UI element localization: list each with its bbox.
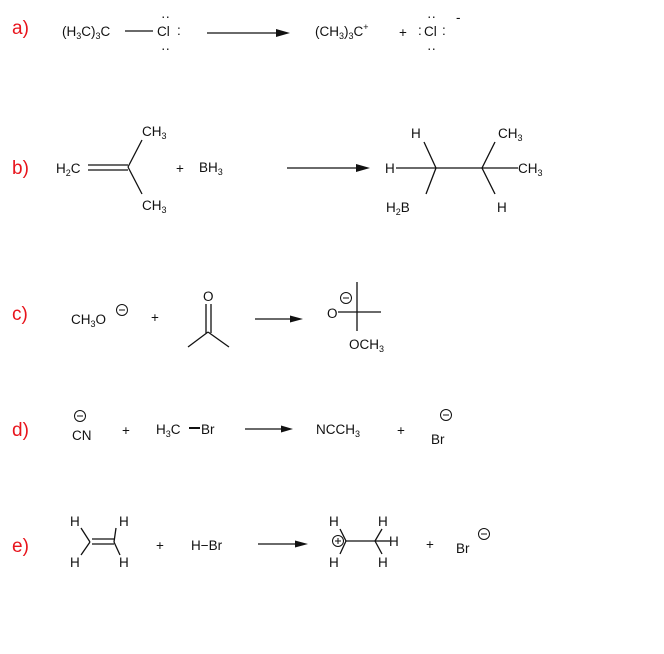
reaction-e: e) H H H H + H−Br H H H H H + Br xyxy=(12,514,490,570)
h: H xyxy=(378,555,388,570)
negative-charge: - xyxy=(456,10,461,25)
h: H xyxy=(378,514,388,529)
lone-pair: ·· xyxy=(427,41,436,56)
lone-pair: : xyxy=(177,23,181,38)
reaction-c: c) CH3O + O O OCH3 xyxy=(12,282,384,354)
hydrogen-bromide: H−Br xyxy=(191,538,223,553)
label-a: a) xyxy=(12,18,29,39)
methyl-right: CH3 xyxy=(518,161,543,178)
chlorine: Cl xyxy=(157,24,170,39)
h: H xyxy=(329,555,339,570)
lone-pair: ·· xyxy=(161,9,170,24)
negative-charge-icon xyxy=(74,410,86,422)
lone-pair: ·· xyxy=(161,41,170,56)
chloride: Cl xyxy=(424,24,437,39)
h: H xyxy=(70,555,80,570)
oxygen: O xyxy=(203,289,214,304)
methyl-bottom: CH3 xyxy=(142,198,167,215)
negative-charge-icon xyxy=(116,304,128,316)
label-c: c) xyxy=(12,304,28,325)
lone-pair: : xyxy=(418,23,422,38)
reaction-a: a) (H3C)3C Cl ·· ·· : (CH3)3C+ + : Cl ··… xyxy=(12,9,461,56)
h: H xyxy=(329,514,339,529)
plus-sign: + xyxy=(156,538,164,553)
h: H xyxy=(70,514,80,529)
label-d: d) xyxy=(12,420,29,441)
plus-sign: + xyxy=(399,25,407,40)
h: H xyxy=(411,126,421,141)
negative-charge-icon xyxy=(440,409,452,421)
plus-sign: + xyxy=(176,161,184,176)
borane: BH3 xyxy=(199,160,223,177)
h: H xyxy=(497,200,507,215)
bromine: Br xyxy=(201,422,215,437)
methoxide: CH3O xyxy=(71,312,106,329)
oxygen: O xyxy=(327,306,338,321)
methoxy: OCH3 xyxy=(349,337,384,354)
lone-pair: : xyxy=(442,23,446,38)
bromide: Br xyxy=(456,541,470,556)
h: H xyxy=(119,555,129,570)
h: H xyxy=(385,161,395,176)
negative-charge-icon xyxy=(340,292,352,304)
methyl-top: CH3 xyxy=(142,124,167,141)
plus-sign: + xyxy=(122,423,130,438)
tert-butyl-group: (H3C)3C xyxy=(62,24,111,41)
label-b: b) xyxy=(12,158,29,179)
acetonitrile: NCCH3 xyxy=(316,422,360,439)
positive-charge-icon xyxy=(332,535,344,547)
lone-pair: ·· xyxy=(427,9,436,24)
h: H xyxy=(119,514,129,529)
plus-sign: + xyxy=(397,423,405,438)
h2b: H2B xyxy=(386,200,410,217)
h: H xyxy=(389,534,399,549)
plus-sign: + xyxy=(151,310,159,325)
methyl: H3C xyxy=(156,422,181,439)
methyl-top: CH3 xyxy=(498,126,523,143)
plus-sign: + xyxy=(426,537,434,552)
bromide: Br xyxy=(431,432,445,447)
carbocation: (CH3)3C+ xyxy=(315,22,369,41)
h2c: H2C xyxy=(56,161,81,178)
cyanide: CN xyxy=(72,428,92,443)
label-e: e) xyxy=(12,536,29,557)
reaction-d: d) CN + H3C Br NCCH3 + Br xyxy=(12,409,452,447)
negative-charge-icon xyxy=(478,528,490,540)
reaction-b: b) H2C CH3 CH3 + BH3 H H H2B CH3 CH3 H xyxy=(12,124,543,217)
